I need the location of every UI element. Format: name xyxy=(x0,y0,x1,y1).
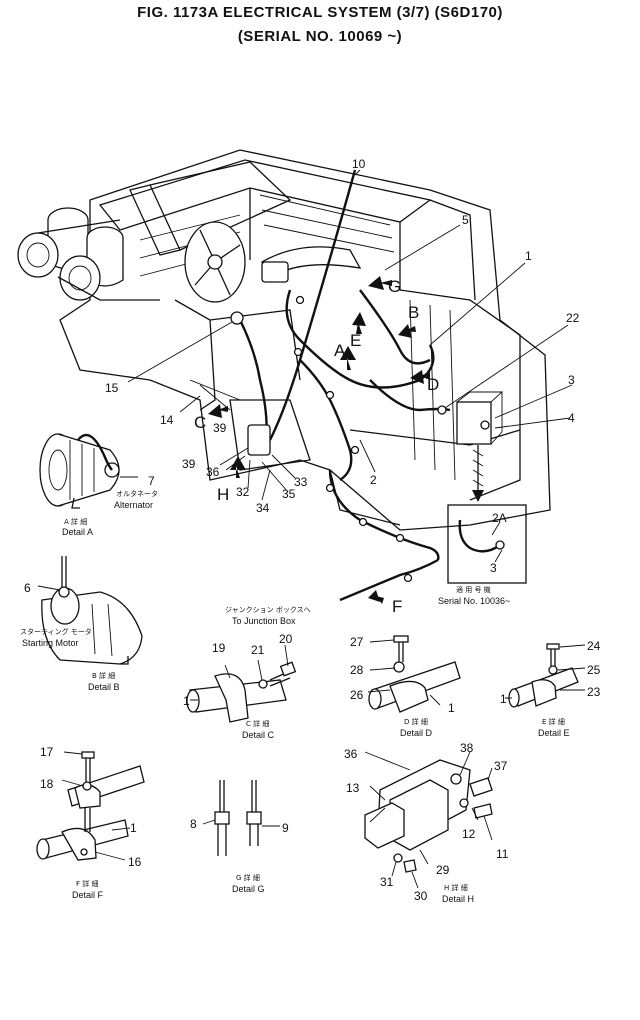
callout-37: 37 xyxy=(494,759,508,773)
callout-16: 16 xyxy=(128,855,142,869)
detail-a-jp: A 詳 細 xyxy=(64,517,87,526)
view-letter-g: G xyxy=(388,277,401,296)
callout-29: 29 xyxy=(436,863,450,877)
starting-motor-jp: スターティング モータ xyxy=(20,627,92,636)
callout-32: 32 xyxy=(236,485,250,499)
detail-e-jp: E 詳 細 xyxy=(542,717,565,726)
callout-33: 33 xyxy=(294,475,308,489)
callout-36: 36 xyxy=(206,465,220,479)
callout-31: 31 xyxy=(380,875,394,889)
callout-6: 6 xyxy=(24,581,31,595)
callout-25: 25 xyxy=(587,663,601,677)
detail-a-label: Detail A xyxy=(62,527,93,537)
wiring-harness xyxy=(189,169,490,602)
callout-labels: 10 5 1 22 3 4 15 14 39 39 36 32 35 33 34… xyxy=(24,157,601,903)
callout-9: 9 xyxy=(282,821,289,835)
alternator-jp: オルタネータ xyxy=(116,489,158,498)
view-letter-c: C xyxy=(194,413,206,432)
serial-jp: 適 用 号 機 xyxy=(456,585,491,594)
detail-c xyxy=(186,644,297,723)
callout-8: 8 xyxy=(190,817,197,831)
junction-box-jp: ジャンクション ボックスへ xyxy=(225,606,311,614)
callout-4: 4 xyxy=(568,411,575,425)
callout-12: 12 xyxy=(462,827,476,841)
callout-7: 7 xyxy=(148,474,155,488)
detail-c-jp: C 詳 細 xyxy=(246,719,269,728)
figure-title: FIG. 1173A ELECTRICAL SYSTEM (3/7) (S6D1… xyxy=(137,4,503,21)
callout-13: 13 xyxy=(346,781,360,795)
figure-subtitle: (SERIAL NO. 10069 ~) xyxy=(237,28,403,45)
callout-39a: 39 xyxy=(213,421,227,435)
view-letter-e: E xyxy=(350,331,361,350)
detail-b-label: Detail B xyxy=(88,682,120,692)
view-letter-h: H xyxy=(217,485,229,504)
callout-10: 10 xyxy=(352,157,366,171)
callout-3: 3 xyxy=(568,373,575,387)
callout-1f: 1 xyxy=(130,821,137,835)
detail-a-alternator xyxy=(39,433,138,509)
callout-2: 2 xyxy=(370,473,377,487)
detail-b-starting-motor xyxy=(37,556,143,665)
callout-2a: 2A xyxy=(492,511,507,525)
callout-1e: 1 xyxy=(500,692,507,706)
view-letter-labels: G B E A D C H F xyxy=(194,277,439,616)
detail-f-jp: F 詳 細 xyxy=(76,879,98,888)
callout-26: 26 xyxy=(350,688,364,702)
detail-h xyxy=(364,751,493,889)
callout-35: 35 xyxy=(282,487,296,501)
starting-motor-label: Starting Motor xyxy=(22,638,79,648)
callout-14: 14 xyxy=(160,413,174,427)
callout-17: 17 xyxy=(40,745,54,759)
detail-g xyxy=(202,780,280,856)
view-letter-a: A xyxy=(334,341,346,360)
callout-3b: 3 xyxy=(490,561,497,575)
callout-27: 27 xyxy=(350,635,364,649)
detail-g-label: Detail G xyxy=(232,884,265,894)
serial-label: Serial No. 10036~ xyxy=(438,596,510,606)
view-letter-d: D xyxy=(427,375,439,394)
detail-e xyxy=(505,643,586,708)
view-letter-f: F xyxy=(392,597,402,616)
callout-22: 22 xyxy=(566,311,580,325)
junction-box-label: To Junction Box xyxy=(232,616,296,626)
callout-20: 20 xyxy=(279,632,293,646)
view-arrows xyxy=(208,276,430,604)
detail-f xyxy=(36,751,145,861)
callout-28: 28 xyxy=(350,663,364,677)
detail-captions: オルタネータ Alternator A 詳 細 Detail A スターティング… xyxy=(20,489,570,904)
detail-d-jp: D 詳 細 xyxy=(404,717,428,726)
callout-39b: 39 xyxy=(182,457,196,471)
callout-1d: 1 xyxy=(448,701,455,715)
detail-c-label: Detail C xyxy=(242,730,275,740)
callout-34: 34 xyxy=(256,501,270,515)
callout-5: 5 xyxy=(462,213,469,227)
callout-11: 11 xyxy=(496,847,509,861)
detail-h-label: Detail H xyxy=(442,894,474,904)
detail-e-label: Detail E xyxy=(538,728,570,738)
callout-36b: 36 xyxy=(344,747,358,761)
callout-1c: 1 xyxy=(183,694,190,708)
callout-30: 30 xyxy=(414,889,428,903)
callout-15: 15 xyxy=(105,381,119,395)
detail-d-label: Detail D xyxy=(400,728,433,738)
callout-23: 23 xyxy=(587,685,601,699)
serial-detail-inset xyxy=(447,504,527,584)
callout-24: 24 xyxy=(587,639,601,653)
view-letter-b: B xyxy=(408,303,419,322)
detail-h-jp: H 詳 細 xyxy=(444,883,468,892)
alternator-label: Alternator xyxy=(114,500,153,510)
detail-b-jp: B 詳 細 xyxy=(92,671,115,680)
leader-lines xyxy=(127,169,573,501)
callout-19: 19 xyxy=(212,641,226,655)
detail-d xyxy=(367,635,461,713)
callout-18: 18 xyxy=(40,777,54,791)
callout-38: 38 xyxy=(460,741,474,755)
callout-21: 21 xyxy=(251,643,265,657)
detail-f-label: Detail F xyxy=(72,890,104,900)
callout-1: 1 xyxy=(525,249,532,263)
detail-g-jp: G 詳 細 xyxy=(236,873,260,882)
